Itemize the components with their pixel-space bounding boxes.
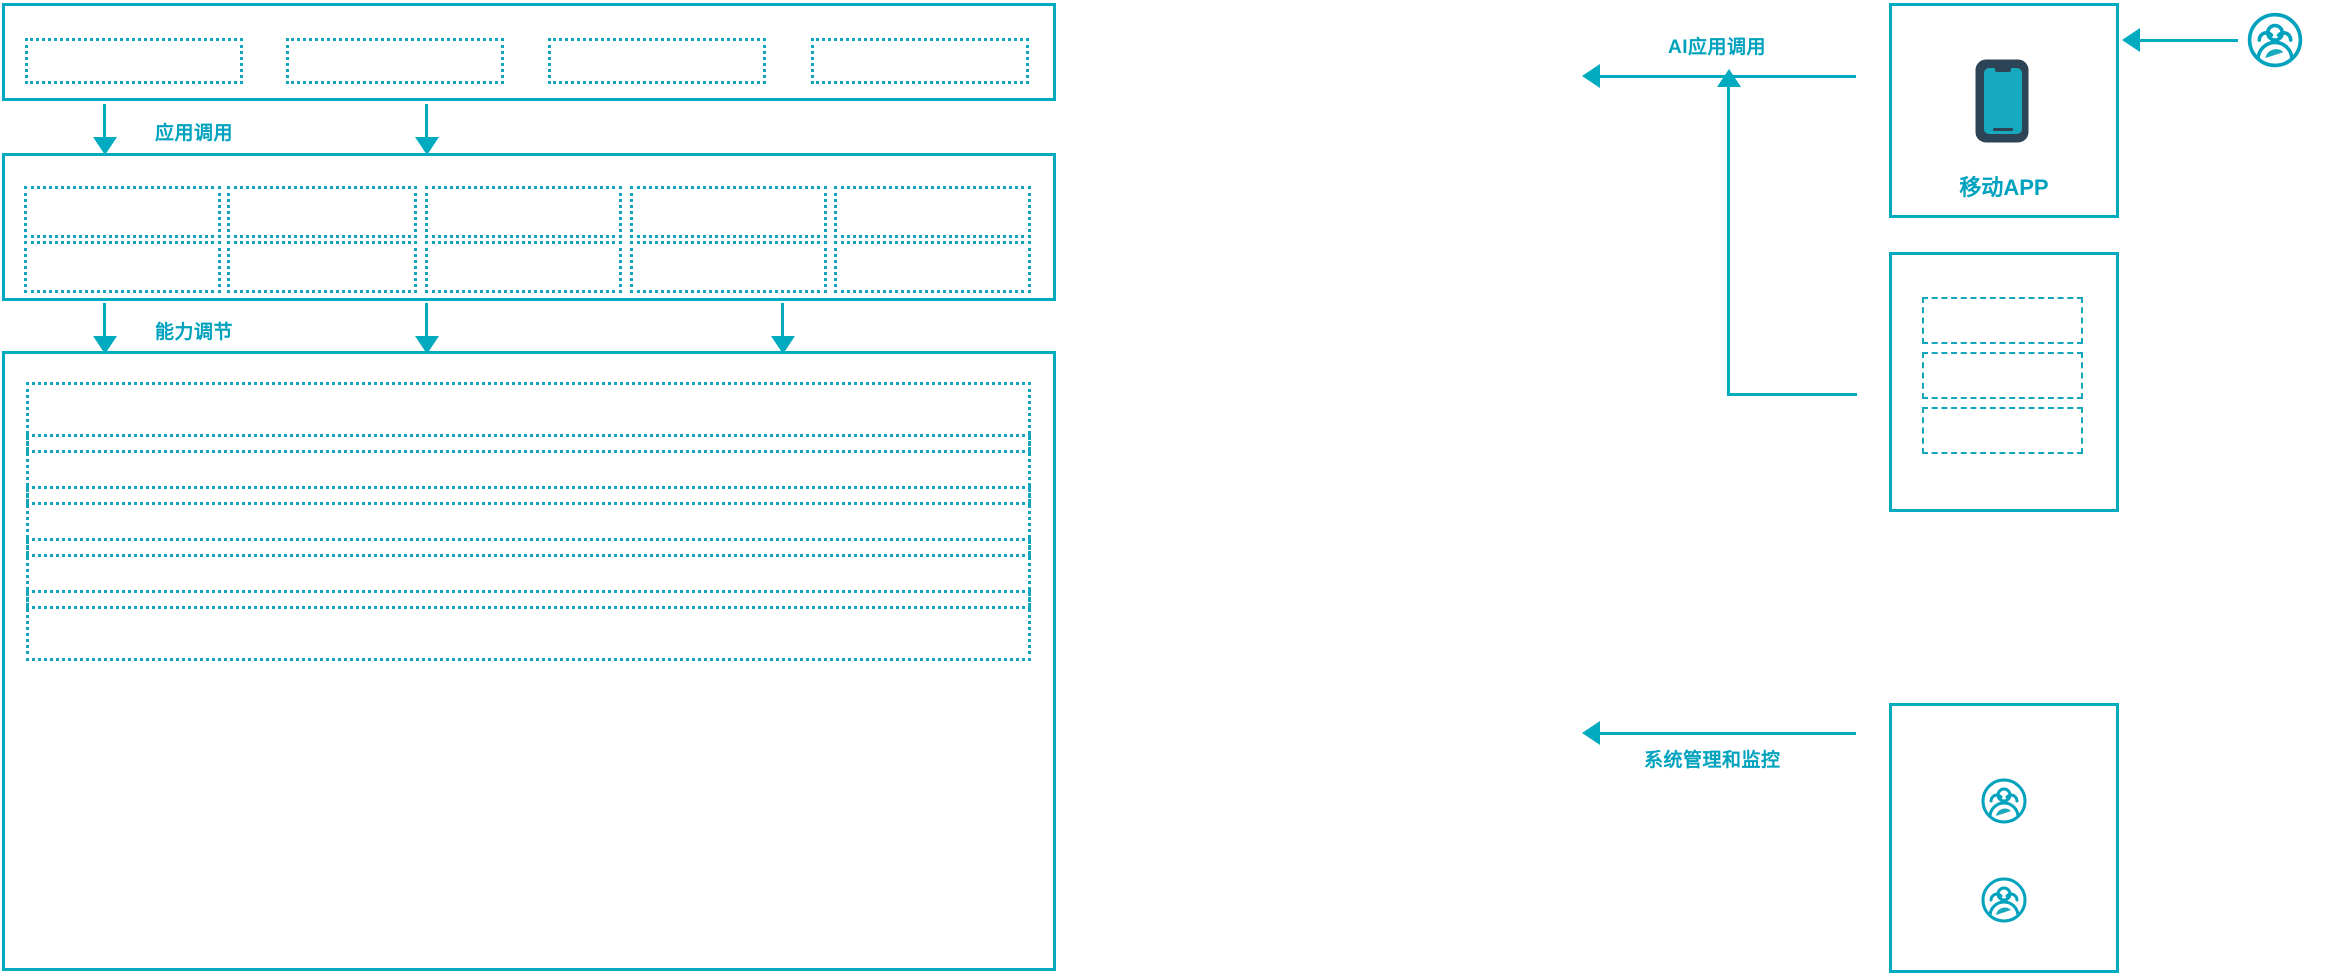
capability-adjust-line-2 <box>425 303 428 339</box>
capability-slot-r1c3[interactable] <box>425 186 622 238</box>
channel-slot-1[interactable] <box>1922 297 2083 344</box>
mobile-app-caption: 移动APP <box>1959 175 2049 200</box>
capability-slot-r1c5[interactable] <box>834 186 1031 238</box>
capability-adjust-line-1 <box>103 303 106 339</box>
operations-card[interactable] <box>1889 703 2119 973</box>
infrastructure-row-2[interactable] <box>26 434 1031 505</box>
application-call-arrow-right <box>415 137 439 155</box>
application-layer-panel[interactable] <box>2 3 1056 101</box>
capability-slot-r1c2[interactable] <box>227 186 417 238</box>
infrastructure-row-3[interactable] <box>26 486 1031 557</box>
channel-slot-3[interactable] <box>1922 407 2083 454</box>
user-group-icon-operations-1 <box>1980 777 2028 825</box>
capability-slot-r2c5[interactable] <box>834 241 1031 293</box>
channel-card[interactable] <box>1889 252 2119 512</box>
infrastructure-row-1[interactable] <box>26 382 1031 453</box>
capability-slot-r1c4[interactable] <box>630 186 827 238</box>
ai-application-call-foot <box>1727 393 1857 396</box>
system-management-label: 系统管理和监控 <box>1644 750 1781 771</box>
capability-adjust-arrow-3 <box>771 336 795 354</box>
capability-slot-r2c1[interactable] <box>24 241 221 293</box>
external-user-line <box>2140 39 2238 42</box>
capability-slot-r2c3[interactable] <box>425 241 622 293</box>
capability-adjust-arrow-1 <box>93 336 117 354</box>
channel-slot-2[interactable] <box>1922 352 2083 399</box>
application-call-arrow-left <box>93 137 117 155</box>
infrastructure-layer-panel[interactable] <box>2 351 1056 971</box>
application-slot-3[interactable] <box>548 38 766 84</box>
capability-slot-r2c2[interactable] <box>227 241 417 293</box>
infrastructure-row-5[interactable] <box>26 590 1031 661</box>
application-slot-1[interactable] <box>25 38 243 84</box>
application-call-label: 应用调用 <box>155 123 234 144</box>
capability-layer-panel[interactable] <box>2 153 1056 301</box>
capability-adjust-label: 能力调节 <box>155 322 234 343</box>
application-call-line-left <box>103 104 106 140</box>
application-slot-4[interactable] <box>811 38 1029 84</box>
capability-slot-r1c1[interactable] <box>24 186 221 238</box>
ai-application-call-riser <box>1727 87 1730 396</box>
application-slot-2[interactable] <box>286 38 504 84</box>
capability-slot-r2c4[interactable] <box>630 241 827 293</box>
capability-adjust-line-3 <box>781 303 784 339</box>
user-group-icon-external <box>2246 11 2304 69</box>
mobile-phone-icon <box>1973 55 2035 147</box>
infrastructure-row-4[interactable] <box>26 538 1031 609</box>
user-group-icon-operations-2 <box>1980 876 2028 924</box>
capability-adjust-arrow-2 <box>415 336 439 354</box>
system-management-line <box>1600 732 1856 735</box>
external-user-arrow <box>2122 28 2140 52</box>
application-call-line-right <box>425 104 428 140</box>
system-management-arrow <box>1582 721 1600 745</box>
ai-application-call-riser-arrow <box>1717 69 1741 87</box>
ai-application-call-arrow <box>1582 64 1600 88</box>
ai-application-call-label: AI应用调用 <box>1668 37 1767 58</box>
